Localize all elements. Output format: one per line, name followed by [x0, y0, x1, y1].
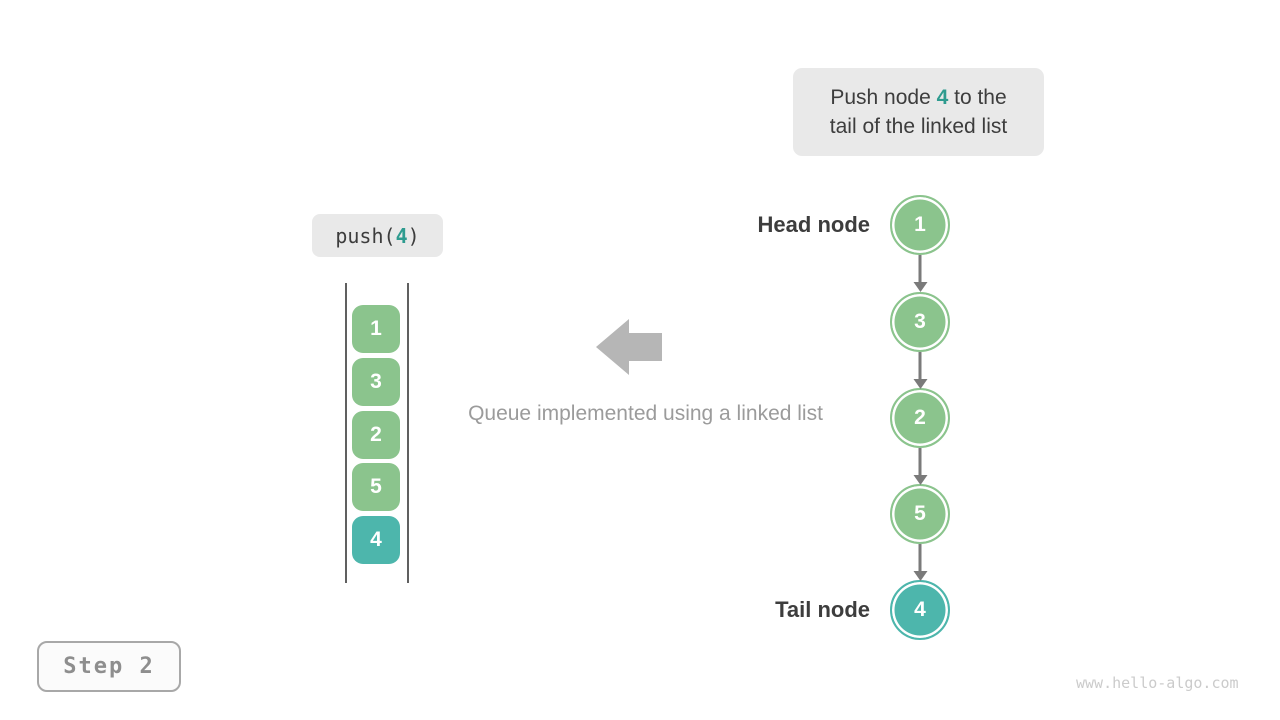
linked-list-node: 3: [890, 292, 950, 352]
queue-cell-pushed: 4: [352, 516, 400, 564]
annotation-highlight-value: 4: [936, 86, 949, 109]
diagram-caption: Queue implemented using a linked list: [468, 402, 823, 425]
push-operation-label: push(4): [312, 214, 443, 257]
queue-rail-left: [345, 283, 347, 583]
step-badge: Step 2: [37, 641, 181, 692]
linked-list-node-pushed: 4: [890, 580, 950, 640]
node-link-arrow-icon: [918, 544, 922, 571]
left-block-arrow-icon: [596, 319, 662, 375]
queue-cell: 3: [352, 358, 400, 406]
operation-highlight-value: 4: [395, 223, 408, 248]
queue-rail-right: [407, 283, 409, 583]
node-link-arrow-icon: [918, 448, 922, 475]
tail-node-label: Tail node: [775, 597, 870, 622]
watermark-url: www.hello-algo.com: [1076, 674, 1239, 692]
node-link-arrow-icon: [918, 352, 922, 379]
linked-list-node: 5: [890, 484, 950, 544]
queue-cell: 5: [352, 463, 400, 511]
linked-list-node: 2: [890, 388, 950, 448]
annotation-line-2: tail of the linked list: [829, 115, 1008, 138]
annotation-text: to the: [948, 86, 1007, 109]
node-link-arrow-icon: [918, 255, 922, 282]
annotation-line-1: Push node 4 to the: [830, 83, 1006, 112]
linked-list-node: 1: [890, 195, 950, 255]
push-annotation-bubble: Push node 4 to the tail of the linked li…: [793, 68, 1044, 156]
queue-cell: 2: [352, 411, 400, 459]
operation-text: push(: [335, 223, 396, 248]
queue-cell: 1: [352, 305, 400, 353]
head-node-label: Head node: [757, 212, 870, 237]
operation-text: ): [407, 223, 420, 248]
annotation-text: Push node: [830, 86, 937, 109]
